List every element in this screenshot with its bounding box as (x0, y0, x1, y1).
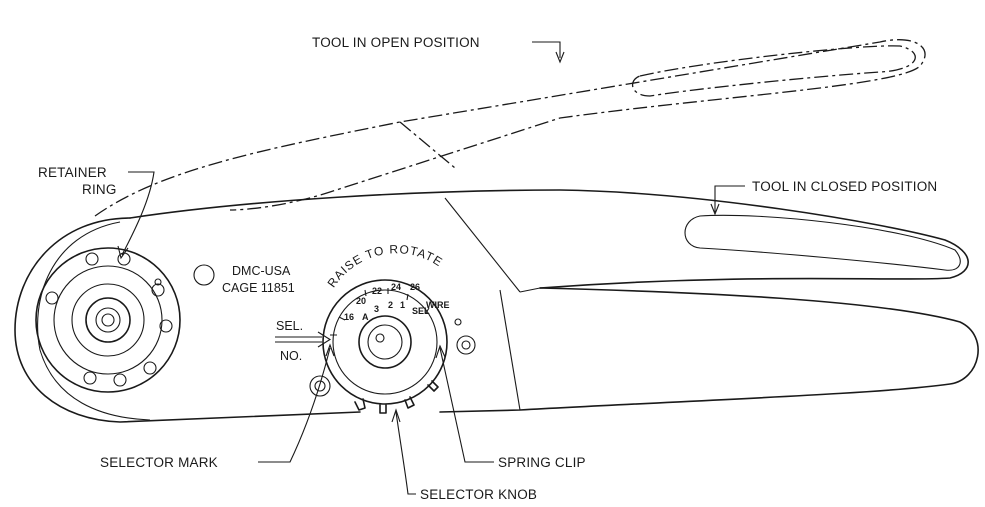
cage-marking: CAGE 11851 (222, 281, 295, 295)
callout-selector-knob: SELECTOR KNOB (420, 487, 537, 502)
retainer-ring (35, 247, 181, 393)
dial-letter-1: 1 (400, 300, 405, 310)
dial-number-22: 22 (372, 286, 382, 296)
selector-knob (322, 279, 448, 414)
maker-marking: DMC-USA (232, 264, 291, 278)
right-screw (456, 335, 476, 355)
right-screw-center (461, 340, 471, 350)
dial-number-16: 16 (344, 312, 354, 322)
dial-letter-3: 3 (374, 304, 379, 314)
tool-body (14, 189, 979, 423)
lower-screw (309, 375, 331, 397)
callout-tool-open: TOOL IN OPEN POSITION (312, 35, 480, 50)
dial-number-26: 26 (410, 282, 420, 292)
callout-leaders (117, 41, 745, 495)
callout-retainer-line2: RING (82, 182, 117, 197)
dial-letter-wire: WIRE (426, 300, 450, 310)
pivot-hole (193, 264, 215, 286)
callout-selector-mark: SELECTOR MARK (100, 455, 218, 470)
spring-clip-pin (454, 318, 462, 326)
lower-screw-center (314, 380, 326, 392)
dial-number-20: 20 (356, 296, 366, 306)
callout-tool-closed: TOOL IN CLOSED POSITION (752, 179, 937, 194)
dial-number-24: 24 (391, 282, 401, 292)
callout-spring-clip: SPRING CLIP (498, 455, 586, 470)
callout-retainer-line1: RETAINER (38, 165, 107, 180)
raise-to-rotate-label: RAISE TO ROTATE (325, 242, 446, 290)
sel-marking: SEL. (276, 319, 303, 333)
open-handle-outline (94, 39, 926, 217)
selector-arrow (275, 331, 332, 348)
dial-letter-2: 2 (388, 300, 393, 310)
dial-letter-a: A (362, 312, 369, 322)
no-marking: NO. (280, 349, 302, 363)
dial-letter-sel: SEL (412, 306, 430, 316)
